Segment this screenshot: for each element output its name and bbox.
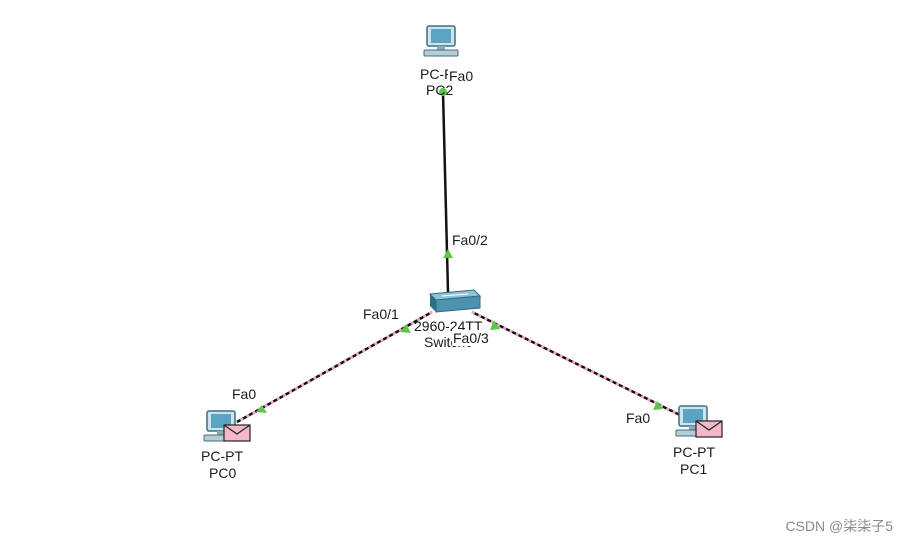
- pdu-trail-pc0: [236, 310, 433, 424]
- pc1-model-label: PC-PT: [673, 444, 715, 460]
- link-status-switch-fa0-3: [490, 320, 500, 330]
- link-status-switch-fa0-1: [400, 324, 411, 333]
- pdu-envelope-icon-pc0[interactable]: [223, 424, 251, 442]
- cable-pc2-switch[interactable]: [441, 91, 450, 293]
- pc2-port-label: Fa0: [448, 68, 475, 84]
- switch-port-fa0-2-label: Fa0/2: [452, 232, 488, 248]
- pdu-envelope-icon-pc1[interactable]: [695, 420, 723, 438]
- link-status-pc2-end: [439, 88, 447, 96]
- pc0-name-label: PC0: [209, 465, 237, 481]
- switch-port-fa0-1-label: Fa0/1: [363, 306, 399, 322]
- pc1-port-label: Fa0: [626, 410, 651, 426]
- link-status-pc0-end: [256, 405, 267, 413]
- link-status-pc1-end: [653, 401, 663, 410]
- pc2-icon[interactable]: [423, 25, 459, 57]
- switch-port-fa0-3-label: Fa0/3: [452, 330, 490, 346]
- watermark-text: CSDN @柒柒子5: [785, 518, 893, 534]
- pc1-name-label: PC1: [680, 461, 708, 477]
- pc2-name-label: PC2: [426, 82, 454, 98]
- pc0-model-label: PC-PT: [201, 448, 243, 464]
- switch-icon[interactable]: [428, 289, 482, 313]
- pc0-port-label: Fa0: [232, 386, 257, 402]
- link-status-switch-fa0-2: [443, 249, 453, 258]
